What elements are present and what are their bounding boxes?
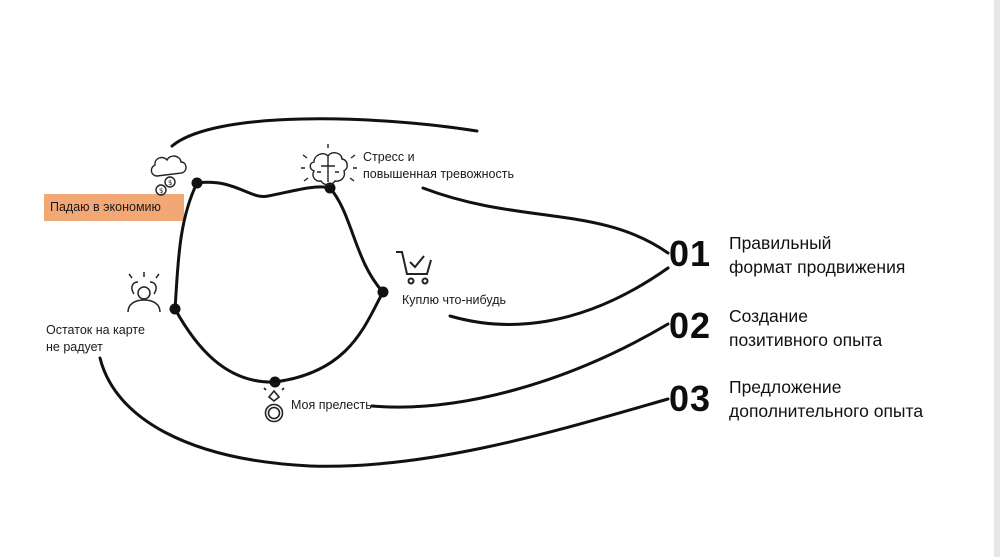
solution-text-02-line1: Создание	[729, 306, 808, 326]
stage-label-balance: Остаток на карте не радует	[46, 322, 145, 356]
svg-text:$: $	[168, 179, 172, 187]
connector-buy-to-01	[448, 266, 670, 326]
solution-number-02: 02	[669, 305, 712, 346]
solution-text-03: Предложение дополнительного опыта	[729, 375, 923, 423]
stage-label-balance-line1: Остаток на карте	[46, 323, 145, 337]
brain-icon	[301, 144, 357, 186]
stage-label-precious: Моя прелесть	[291, 397, 372, 414]
solution-text-01: Правильный формат продвижения	[729, 231, 905, 279]
stage-label-stress-line2: повышенная тревожность	[363, 167, 514, 181]
connector-stress-to-01	[421, 186, 670, 255]
svg-text:$: $	[159, 187, 163, 195]
stage-label-economy: Падаю в экономию	[50, 200, 161, 214]
solution-text-01-line1: Правильный	[729, 233, 832, 253]
solution-text-02: Создание позитивного опыта	[729, 304, 882, 352]
node-buy	[377, 286, 389, 298]
solution-text-03-line2: дополнительного опыта	[729, 401, 924, 421]
shopping-cart-icon	[396, 251, 432, 285]
stage-label-balance-line2: не радует	[46, 340, 103, 354]
node-balance	[169, 303, 181, 315]
cycle-loop	[173, 180, 385, 384]
stage-label-stress-line1: Стресс и	[363, 150, 415, 164]
solution-number-03: 03	[669, 378, 712, 419]
stage-label-buy-line1: Куплю что-нибудь	[402, 293, 507, 307]
window-edge	[994, 0, 1000, 557]
stressed-person-icon	[127, 272, 161, 313]
solution-number-01: 01	[669, 233, 712, 274]
solution-text-03-line1: Предложение	[729, 377, 842, 397]
node-economy	[191, 177, 203, 189]
stage-label-stress: Стресс и повышенная тревожность	[363, 149, 514, 183]
economy-highlight-bg	[44, 194, 184, 221]
stage-label-buy: Куплю что-нибудь	[402, 292, 506, 309]
node-precious	[269, 376, 281, 388]
diamond-ring-icon	[263, 383, 285, 423]
solution-text-02-line2: позитивного опыта	[729, 330, 883, 350]
solution-text-01-line2: формат продвижения	[729, 257, 906, 277]
money-cloud-icon: $ $	[150, 155, 187, 196]
top-arc-line	[170, 117, 479, 148]
stage-label-precious-line1: Моя прелесть	[291, 398, 372, 412]
connector-precious-to-02	[370, 322, 670, 409]
connector-balance-to-03	[98, 356, 670, 468]
